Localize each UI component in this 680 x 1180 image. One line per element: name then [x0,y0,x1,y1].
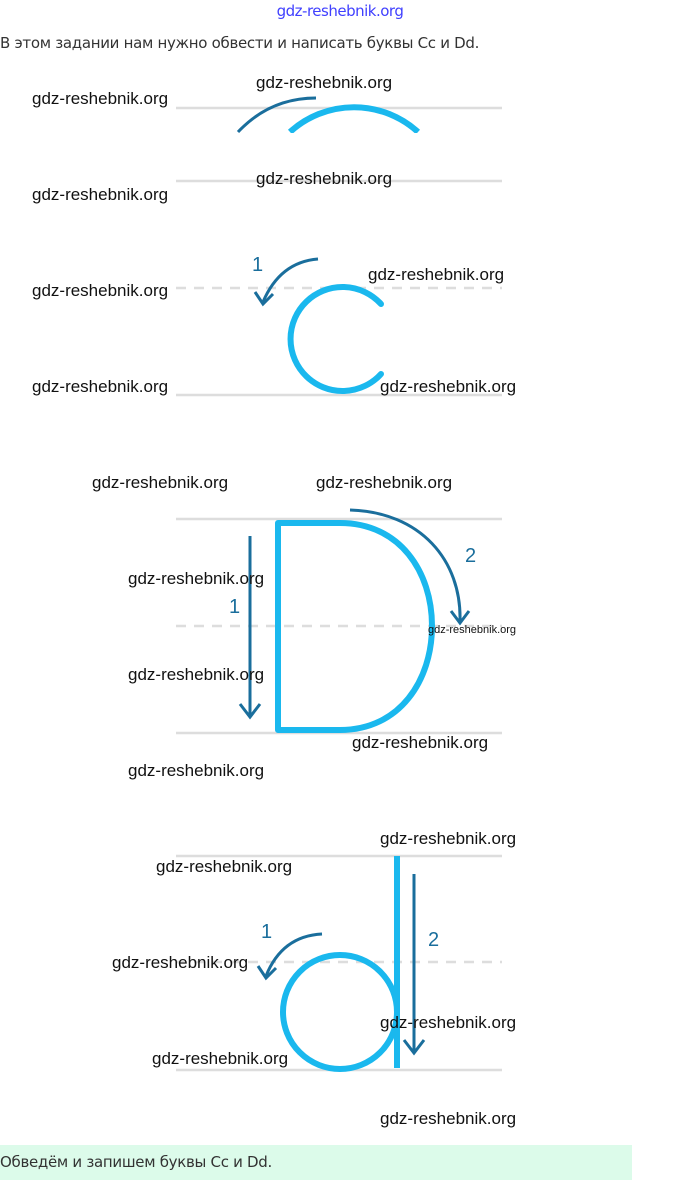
watermark: gdz-reshebnik.org [32,281,169,300]
watermark: gdz-reshebnik.org [112,953,249,972]
watermark: gdz-reshebnik.org [128,569,265,588]
watermark: gdz-reshebnik.org [156,857,293,876]
stroke-number: 1 [252,254,264,276]
watermark: gdz-reshebnik.org [380,1109,517,1128]
watermark: gdz-reshebnik.org [92,473,229,492]
letter-c-partial [287,104,421,135]
stroke-number: 1 [229,596,241,618]
arrow-partial [236,96,317,134]
watermark: gdz-reshebnik.org [32,185,169,204]
site-watermark-link[interactable]: gdz-reshebnik.org [276,2,404,20]
watermark: gdz-reshebnik.org [368,265,505,284]
stroke-number: 1 [261,921,273,943]
watermark: gdz-reshebnik.org [128,665,265,684]
letter-capital-d [275,520,435,733]
watermark: gdz-reshebnik.org [380,1013,517,1032]
answer-box: Обведём и запишем буквы Cc и Dd. [0,1145,632,1180]
guide-lines [176,106,502,1072]
watermark: gdz-reshebnik.org [380,829,517,848]
watermark: gdz-reshebnik.org [352,733,489,752]
letter-d-bowl [280,952,400,1072]
watermark: gdz-reshebnik.org [32,89,169,108]
watermark: gdz-reshebnik.org [128,761,265,780]
answer-text: Обведём и запишем буквы Cc и Dd. [0,1153,272,1171]
c-stroke-arrow [261,257,319,303]
d-small-stroke1-arrow [264,932,323,977]
watermark: gdz-reshebnik.org [380,377,517,396]
stroke-number: 2 [428,929,440,951]
watermark: gdz-reshebnik.org [152,1049,289,1068]
watermark: gdz-reshebnik.org [256,73,393,92]
stroke-number: 2 [465,545,477,567]
watermark: gdz-reshebnik.org [32,377,169,396]
watermark: gdz-reshebnik.org [428,624,517,636]
watermark: gdz-reshebnik.org [256,169,393,188]
watermark: gdz-reshebnik.org [316,473,453,492]
d-stroke2-arrow [349,508,462,623]
letter-c [287,284,384,394]
task-description: В этом задании нам нужно обвести и напис… [0,34,480,52]
